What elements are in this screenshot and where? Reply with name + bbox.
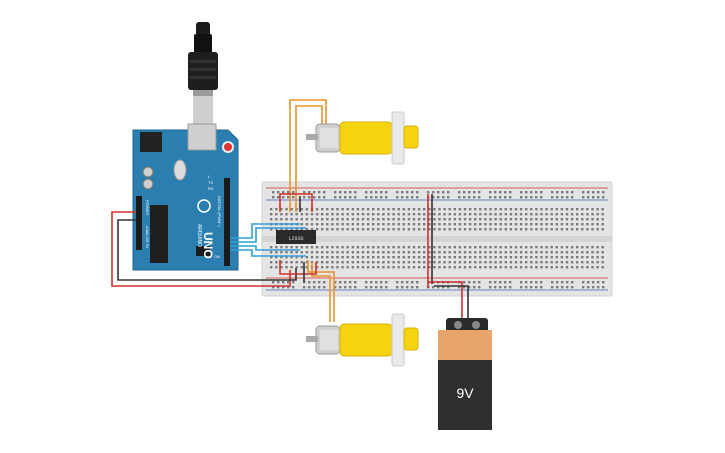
battery-terminal-positive (454, 321, 462, 329)
on-led-label: ON (214, 254, 220, 259)
wire-blue-1 (230, 223, 300, 239)
microcontroller-chip (150, 205, 168, 263)
battery-9v[interactable]: 9V (438, 318, 492, 430)
dc-motor-top[interactable] (306, 111, 419, 165)
digital-header-label: DIGITAL (PWM~) (217, 196, 222, 228)
wire-orange-bottom-2 (311, 262, 331, 322)
wire-red-bottom-jumper (279, 260, 317, 275)
reset-button[interactable] (222, 141, 234, 153)
arduino-model-label: UNO (201, 232, 215, 259)
wire-orange-top-2 (295, 105, 323, 212)
analog-header-label: ANALOG IN (145, 226, 150, 248)
arduino-logo-icon (197, 199, 211, 213)
driver-ic-label: L293D (288, 236, 303, 242)
icsp-header (196, 246, 210, 256)
wire-orange-top-1 (289, 99, 327, 212)
wire-blue-4 (230, 249, 306, 257)
power-jack (140, 132, 162, 152)
header-power (136, 196, 142, 250)
breadboard-holes (270, 191, 605, 289)
breadboard-center-channel (262, 236, 612, 242)
wire-blue-2 (230, 227, 306, 243)
dc-motor-bottom[interactable] (306, 313, 419, 367)
wire-black-battery (434, 285, 469, 322)
breadboard[interactable] (261, 181, 613, 297)
arduino-uno-board[interactable]: ARDUINO UNO DIGITAL (PWM~) POWER ANALOG … (132, 123, 239, 271)
rx-led-label: RX (208, 186, 214, 191)
capacitor-2 (142, 178, 154, 190)
wires (111, 99, 469, 322)
battery-label: 9V (456, 385, 474, 401)
wire-blue-3 (230, 245, 300, 251)
wire-orange-bottom-1 (307, 260, 335, 322)
battery-terminals (446, 318, 488, 332)
usb-port (187, 123, 217, 151)
power-header-label: POWER (145, 200, 150, 215)
wire-red-top-jumper (279, 193, 313, 212)
header-digital (224, 178, 230, 266)
battery-terminal-negative (472, 321, 480, 329)
crystal (173, 159, 187, 181)
wire-black-arduino-gnd (117, 219, 297, 281)
capacitor-1 (142, 166, 154, 178)
l-led-label: L (208, 174, 211, 179)
wire-red-battery (428, 281, 463, 322)
usb-cable (188, 22, 218, 130)
motor-driver-ic[interactable]: L293D (276, 230, 316, 244)
arduino-brand-label: ARDUINO (196, 224, 202, 247)
tx-led-label: TX (208, 180, 213, 185)
